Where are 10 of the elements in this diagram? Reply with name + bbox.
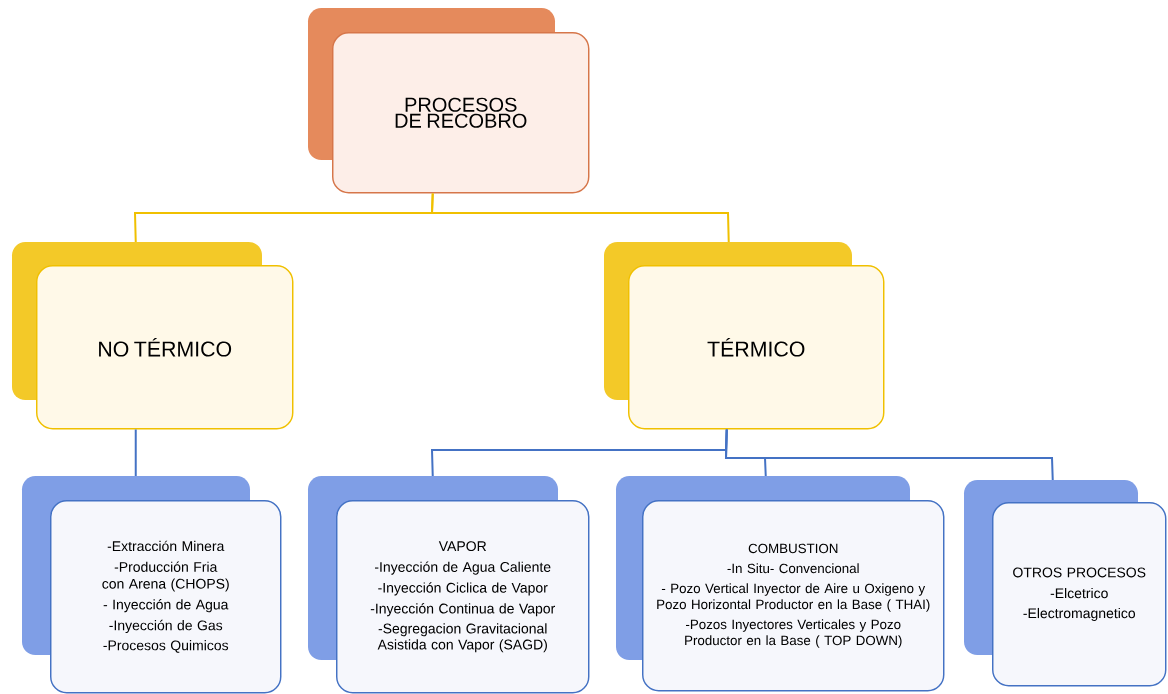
title-card: PROCESOS DE RECOBRO: [308, 8, 590, 194]
process-list-card: -Extracción Minera -Producción Fria con Arena (CHOPS) - Inyección de Agua -Inyección de Gas -Procesos Quimicos: [22, 476, 282, 694]
category-card: TÉRMICO: [604, 242, 885, 430]
process-list-card: VAPOR -Inyección de Agua Caliente -Inyección Ciclica de Vapor -Inyección Continua de Vapor -Segregacion Gravitacional Asistida con Vapor (SAGD): [308, 476, 590, 694]
connector-line: [134, 428, 137, 477]
process-list-card: OTROS PROCESOS -Elcetrico -Electromagnetico: [964, 480, 1167, 687]
connector-line: [725, 428, 1054, 481]
category-card: NO TÉRMICO: [12, 242, 294, 430]
connector-line: [430, 192, 730, 243]
process-list-card: COMBUSTION -In Situ- Convencional - Pozo Vertical Inyector de Aire u Oxigeno y Pozo Horizontal Productor en la Base ( THAI) -Pozos Inyectores Verticales y Pozo Productor en la Base ( TOP DOWN): [616, 476, 945, 692]
